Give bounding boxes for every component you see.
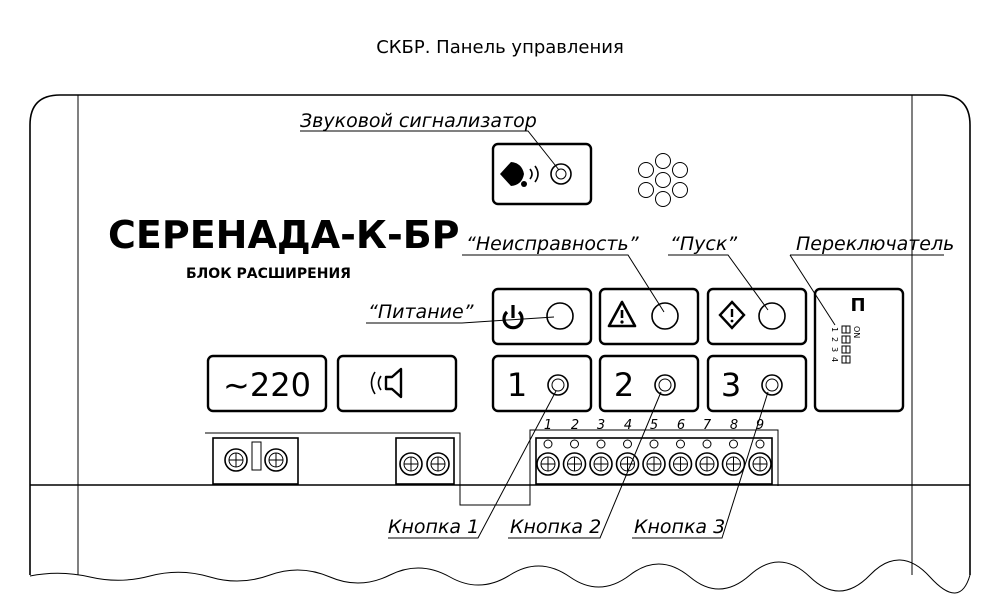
button-2-led [654, 374, 676, 396]
callout-switch: Переключатель [796, 233, 954, 255]
start-led [758, 302, 786, 330]
start-indicator [706, 287, 808, 346]
dip-switch-icon [841, 325, 851, 364]
terminal-number: 9 [756, 418, 764, 433]
callout-power: “Питание” [368, 301, 474, 323]
callout-start: “Пуск” [670, 233, 737, 255]
button-3-led [761, 374, 783, 396]
board-outline [205, 429, 779, 506]
screw-terminal-icon [615, 439, 640, 476]
fault-led [651, 302, 679, 330]
screw-terminal-icon [721, 439, 746, 476]
switch-number: 4 [830, 357, 839, 362]
aux-terminal-block [395, 437, 455, 485]
sound-indicator [336, 354, 458, 413]
break-line [29, 559, 971, 594]
power-led [546, 302, 574, 330]
screw-terminal-icon [264, 448, 288, 472]
button-1-led [547, 374, 569, 396]
terminal-number: 6 [677, 418, 685, 433]
button-2: 2 [598, 354, 700, 413]
callout-button-1: Кнопка 1 [388, 516, 479, 538]
screw-terminal-icon [589, 439, 613, 476]
switch-label: П [850, 295, 865, 316]
callout-button-2: Кнопка 2 [510, 516, 601, 538]
screw-terminal-icon [748, 439, 772, 476]
buzzer-window [491, 142, 593, 206]
speaker-grille-icon [638, 153, 688, 207]
switch-number: 1 [830, 327, 839, 332]
speaker-icon [370, 367, 403, 399]
screw-terminal-icon [399, 452, 423, 476]
mains-indicator: ~220 [206, 354, 328, 413]
diagram-caption: СКБР. Панель управления [376, 37, 624, 58]
terminal-number: 5 [650, 418, 658, 433]
callout-button-3: Кнопка 3 [634, 516, 725, 538]
enclosure-outline [29, 94, 971, 594]
power-icon [502, 305, 524, 330]
terminal-number: 2 [571, 418, 579, 433]
screw-terminal-icon [668, 439, 693, 476]
screw-terminal-icon [426, 452, 450, 476]
screw-row [536, 439, 772, 476]
switch-on-label: ON [852, 326, 861, 338]
terminal-number: 1 [544, 418, 552, 433]
leader-lines [300, 130, 944, 539]
screw-terminal-icon [224, 448, 248, 472]
switch-number: 3 [830, 347, 839, 352]
terminal-number: 7 [703, 418, 712, 433]
callout-buzzer: Звуковой сигнализатор [300, 110, 537, 132]
bell-icon [500, 162, 539, 187]
terminal-number: 4 [624, 418, 632, 433]
button-1: 1 [491, 354, 593, 413]
device-subtitle: БЛОК РАСШИРЕНИЯ [186, 266, 351, 282]
button-1-label: 1 [507, 366, 527, 404]
fault-indicator [598, 287, 700, 346]
button-3: 3 [706, 354, 808, 413]
buzzer-indicator [550, 163, 572, 185]
screw-terminal-icon [562, 439, 587, 476]
terminal-number: 8 [730, 418, 738, 433]
device-brand: СЕРЕНАДА-К-БР [108, 213, 460, 257]
terminal-number: 3 [597, 418, 605, 433]
signal-terminal-block: 1 2 3 4 5 6 7 8 9 [535, 418, 773, 485]
start-diamond-icon [718, 300, 746, 330]
warning-icon [607, 300, 637, 328]
switch-number: 2 [830, 337, 839, 342]
button-2-label: 2 [614, 366, 634, 404]
mains-label: ~220 [223, 366, 311, 404]
screw-terminal-icon [642, 439, 666, 476]
terminal-numbers: 1 2 3 4 5 6 7 8 9 [544, 418, 764, 433]
callout-fault: “Неисправность” [466, 233, 639, 255]
power-indicator [491, 287, 593, 346]
screw-terminal-icon [695, 439, 719, 476]
screw-terminal-icon [536, 439, 560, 476]
mains-terminal-block [212, 437, 299, 485]
button-3-label: 3 [721, 366, 741, 404]
switch-box: П ON 1 2 3 4 [813, 287, 905, 413]
